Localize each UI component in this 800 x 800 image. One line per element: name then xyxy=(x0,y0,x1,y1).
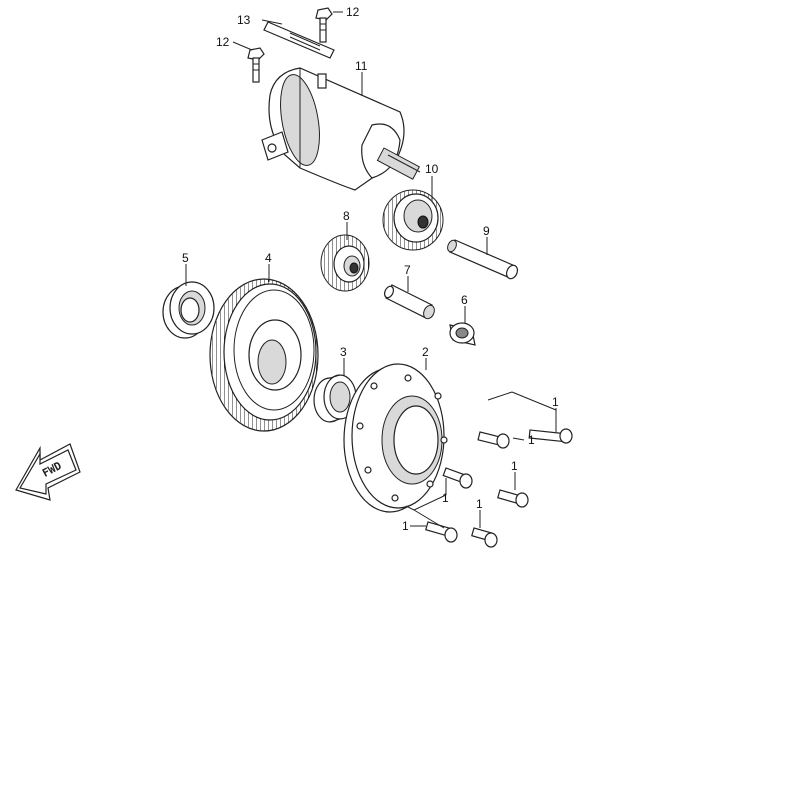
part-1-bolt-e xyxy=(425,521,458,543)
callout-1f: 1 xyxy=(402,519,409,533)
part-5-bearing-ring xyxy=(162,281,215,339)
callout-labels: 13 12 12 11 10 9 8 7 6 5 4 3 2 1 1 1 1 1… xyxy=(182,5,559,533)
part-10-gear xyxy=(382,189,444,251)
part-6-bushing xyxy=(449,322,476,346)
callout-10: 10 xyxy=(425,162,439,176)
callout-9: 9 xyxy=(483,224,490,238)
part-13-strap xyxy=(263,21,335,59)
part-1-bolt-a xyxy=(528,428,573,444)
callout-2: 2 xyxy=(422,345,429,359)
part-12-bolt-lower xyxy=(247,47,265,83)
part-11-starter-motor xyxy=(261,67,421,191)
callout-5: 5 xyxy=(182,251,189,265)
callout-13: 13 xyxy=(237,13,251,27)
callout-1b: 1 xyxy=(528,433,535,447)
callout-8: 8 xyxy=(343,209,350,223)
part-12-bolt-upper xyxy=(315,7,333,43)
callout-1c: 1 xyxy=(511,459,518,473)
callout-6: 6 xyxy=(461,293,468,307)
part-8-gear xyxy=(320,234,370,292)
callout-11: 11 xyxy=(355,59,368,73)
part-4-ring-gear xyxy=(209,278,319,432)
callout-1e: 1 xyxy=(476,497,483,511)
callout-4: 4 xyxy=(265,251,272,265)
part-1-bolt-c xyxy=(442,467,473,489)
callout-1d: 1 xyxy=(442,491,449,505)
part-2-clutch-housing xyxy=(343,363,448,513)
part-1-bolt-b xyxy=(477,431,510,449)
part-9-shaft xyxy=(447,239,519,280)
part-7-shaft xyxy=(383,284,435,320)
fwd-arrow-icon: FWD xyxy=(15,443,81,501)
part-1-bolt-d xyxy=(497,489,529,508)
callout-12-lower: 12 xyxy=(216,35,230,49)
callout-1a: 1 xyxy=(552,395,559,409)
callout-12-upper: 12 xyxy=(346,5,360,19)
callout-7: 7 xyxy=(404,263,411,277)
part-3-roller-bearing xyxy=(313,374,357,423)
leader-lines xyxy=(185,11,557,529)
callout-3: 3 xyxy=(340,345,347,359)
part-1-bolt-f xyxy=(471,527,498,548)
